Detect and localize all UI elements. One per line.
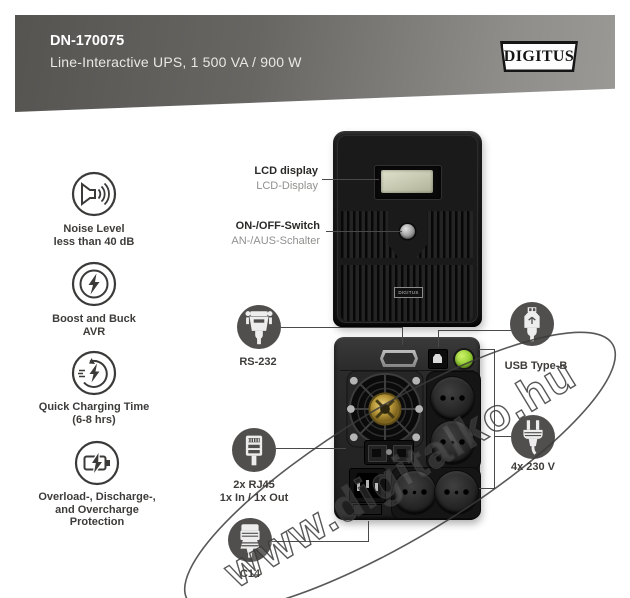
callout-c14-line: [272, 521, 369, 542]
brand-logo-text: DIGITUS: [502, 43, 576, 70]
outlet-group-bottom: [391, 467, 481, 519]
feature-noise-label: Noise Level less than 40 dB: [53, 223, 135, 248]
rj45-label2: 1x In / 1x Out: [219, 492, 289, 504]
product-model: DN-170075: [50, 33, 125, 49]
callout-switch-subtitle: AN-/AUS-Schalter: [231, 235, 320, 247]
c14-icon: [228, 518, 272, 562]
fuse-holder: [353, 504, 382, 515]
lcd-bezel: [374, 165, 442, 200]
rs232-icon: [237, 305, 281, 349]
front-brand-label: DIGITUS: [394, 287, 423, 298]
avr-boost-icon: [71, 261, 117, 307]
callout-outlets-stub: [494, 436, 511, 437]
schuko-outlet-4: [435, 471, 478, 514]
power-button: [400, 224, 415, 239]
rj45-screw: [386, 449, 392, 455]
callout-switch-title: ON-/OFF-Switch: [235, 220, 320, 232]
registered-mark: ®: [579, 36, 585, 45]
ups-front-view: DIGITUS: [333, 131, 482, 327]
feature-avr-label: Boost and Buck AVR: [52, 313, 136, 338]
outlet-group-right: [426, 371, 481, 470]
cooling-fan: [346, 370, 424, 448]
power-plug-label: 4x 230 V: [510, 461, 556, 473]
rs232-port: [380, 350, 418, 367]
rj45-out-port: [393, 445, 412, 462]
usb-b-label: USB Type-B: [504, 360, 568, 372]
feature-protection-label: Overload-, Discharge-, and Overcharge Pr…: [38, 491, 156, 529]
callout-rj45-line: [276, 448, 346, 449]
rs232-label: RS-232: [239, 356, 277, 368]
speaker-icon: [71, 171, 117, 217]
c14-inlet: [349, 468, 386, 503]
brand-logo: DIGITUS ®: [500, 41, 578, 72]
feature-charge-label: Quick Charging Time (6-8 hrs): [38, 401, 150, 426]
schuko-outlet-1: [431, 377, 474, 420]
ups-rear-view: [334, 337, 481, 520]
rj45-in-port: [368, 445, 387, 462]
callout-rs232-line: [281, 327, 403, 345]
c14-label: C14: [239, 568, 261, 580]
rj45-icon: [232, 428, 276, 472]
callout-switch-line: [326, 231, 402, 232]
rj45-module: [364, 440, 414, 465]
circuit-breaker-button: [455, 350, 473, 368]
usb-b-icon: [510, 302, 554, 346]
power-plug-icon: [511, 415, 555, 459]
header-banner: DN-170075 Line-Interactive UPS, 1 500 VA…: [15, 15, 615, 112]
lcd-screen: [381, 170, 433, 193]
schuko-outlet-3: [393, 471, 436, 514]
rj45-label: 2x RJ45: [233, 479, 275, 491]
callout-lcd-subtitle: LCD-Display: [256, 180, 318, 192]
callout-lcd-line: [322, 179, 379, 180]
schuko-outlet-2: [431, 421, 474, 464]
quick-charge-icon: [71, 350, 117, 396]
callout-usb-line: [438, 330, 511, 347]
usb-b-port: [428, 349, 448, 369]
callout-lcd-title: LCD display: [254, 165, 318, 177]
battery-protect-icon: [74, 440, 120, 486]
product-subtitle: Line-Interactive UPS, 1 500 VA / 900 W: [50, 54, 302, 70]
